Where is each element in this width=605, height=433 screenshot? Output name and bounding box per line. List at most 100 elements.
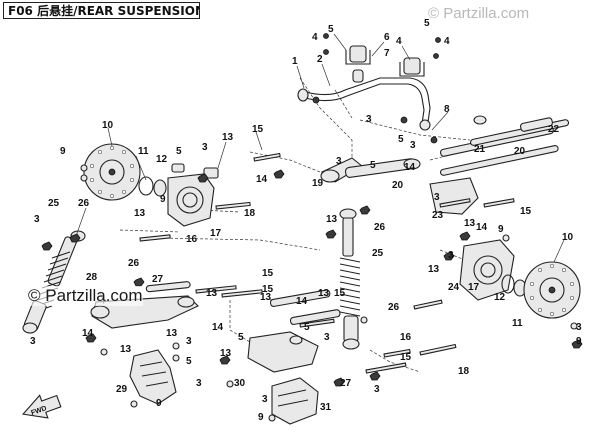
rear-knuckle-left[interactable]	[167, 163, 219, 227]
stabilizer-bar[interactable]	[297, 77, 431, 131]
callout-9: 9	[160, 194, 166, 205]
callout-29: 29	[116, 384, 128, 395]
callout-3h: 3	[374, 384, 380, 395]
callout-23: 23	[432, 210, 444, 221]
callout-3g: 3	[576, 322, 582, 333]
callout-3: 3	[366, 114, 372, 125]
callout-17b: 17	[468, 282, 480, 293]
shock-absorber-left[interactable]	[22, 230, 86, 334]
bearing-left[interactable]	[138, 176, 167, 197]
callout-17: 17	[210, 228, 222, 239]
callout-12: 12	[156, 154, 168, 165]
callout-26c: 26	[388, 302, 400, 313]
callout-3e: 3	[434, 192, 440, 203]
callout-26d: 26	[128, 258, 140, 269]
shock-absorber-center[interactable]	[339, 208, 361, 350]
callout-13i: 13	[166, 328, 178, 339]
trailing-rods[interactable]	[440, 115, 570, 176]
callout-19: 19	[312, 178, 324, 189]
callout-15f: 15	[262, 268, 274, 279]
callout-13h: 13	[220, 348, 232, 359]
callout-15e: 15	[262, 284, 274, 295]
brake-disc-left[interactable]	[83, 143, 141, 201]
callout-9e: 9	[258, 412, 264, 423]
nuts-washers[interactable]	[41, 164, 583, 422]
callout-20b: 20	[514, 146, 526, 157]
callout-14b: 14	[404, 162, 416, 173]
callout-5e: 5	[304, 322, 310, 333]
rear-knuckle-right[interactable]	[429, 177, 515, 301]
callout-13e: 13	[326, 214, 338, 225]
callout-16b: 16	[400, 332, 412, 343]
callout-22: 22	[548, 124, 560, 135]
callout-5h: 5	[370, 160, 376, 171]
callout-4: 4	[396, 36, 402, 47]
callout-13: 13	[222, 132, 234, 143]
skid-guard-left[interactable]	[129, 349, 177, 405]
callout-3m: 3	[30, 336, 36, 347]
callout-26: 26	[78, 198, 90, 209]
callout-3d: 3	[34, 214, 40, 225]
callout-4c: 4	[312, 32, 318, 43]
watermark-top: © Partzilla.com	[428, 5, 530, 22]
callout-10b: 10	[562, 232, 574, 243]
callout-31: 31	[320, 402, 332, 413]
callout-9c: 9	[498, 224, 504, 235]
callout-3b: 3	[410, 140, 416, 151]
callout-16: 16	[186, 234, 198, 245]
callout-14: 14	[256, 174, 268, 185]
callout-3j: 3	[196, 378, 202, 389]
callout-14d: 14	[296, 296, 308, 307]
callout-10: 10	[102, 120, 114, 131]
callout-13g: 13	[260, 292, 272, 303]
callout-15: 15	[252, 124, 264, 135]
callout-3c: 3	[202, 142, 208, 153]
callout-9d: 9	[576, 336, 582, 347]
callout-5b: 5	[424, 18, 430, 29]
callout-25b: 25	[372, 248, 384, 259]
callout-30: 30	[234, 378, 246, 389]
callout-1: 1	[292, 56, 298, 67]
callout-27: 27	[340, 378, 352, 389]
callout-3l: 3	[186, 336, 192, 347]
callout-13d: 13	[428, 264, 440, 275]
stabilizer-bushing-right[interactable]	[399, 57, 425, 77]
callout-15d: 15	[334, 288, 346, 299]
callout-8: 8	[444, 104, 450, 115]
lower-arm-bracket[interactable]	[247, 289, 341, 373]
callout-9b: 9	[60, 146, 66, 157]
callout-7: 7	[384, 48, 390, 59]
upper-link-arm[interactable]	[320, 157, 421, 183]
callout-12b: 12	[494, 292, 506, 303]
bolts[interactable]	[139, 152, 515, 374]
callout-13f: 13	[318, 288, 330, 299]
callout-14f: 14	[82, 328, 94, 339]
callout-18b: 18	[458, 366, 470, 377]
callout-20: 20	[392, 180, 404, 191]
callout-3n: 3	[336, 156, 342, 167]
stabilizer-bushing-left[interactable]	[345, 45, 371, 83]
callout-15c: 15	[400, 352, 412, 363]
stabilizer-link-bolts[interactable]	[312, 33, 441, 144]
callout-14e: 14	[212, 322, 224, 333]
callout-9f: 9	[156, 398, 162, 409]
callout-21: 21	[474, 144, 486, 155]
callout-26b: 26	[374, 222, 386, 233]
callout-3k: 3	[262, 394, 268, 405]
watermark-middle: © Partzilla.com	[28, 286, 143, 306]
skid-guard-right[interactable]	[271, 377, 319, 425]
callout-numbers: 1 2 5 6 7 4 5 4 4 8 3 3 10 11 12 5 3 13 …	[30, 18, 582, 423]
callout-5g: 5	[186, 356, 192, 367]
callout-13j: 13	[120, 344, 132, 355]
brake-disc-right[interactable]	[523, 261, 581, 319]
callout-5f: 5	[238, 332, 244, 343]
callout-3i: 3	[324, 332, 330, 343]
fwd-arrow: FWD	[22, 394, 62, 419]
callout-11b: 11	[512, 318, 523, 329]
callout-15b: 15	[520, 206, 532, 217]
callout-18: 18	[244, 208, 256, 219]
diagram-title: F06 后悬挂/REAR SUSPENSION	[3, 2, 200, 19]
callout-11: 11	[138, 146, 149, 157]
